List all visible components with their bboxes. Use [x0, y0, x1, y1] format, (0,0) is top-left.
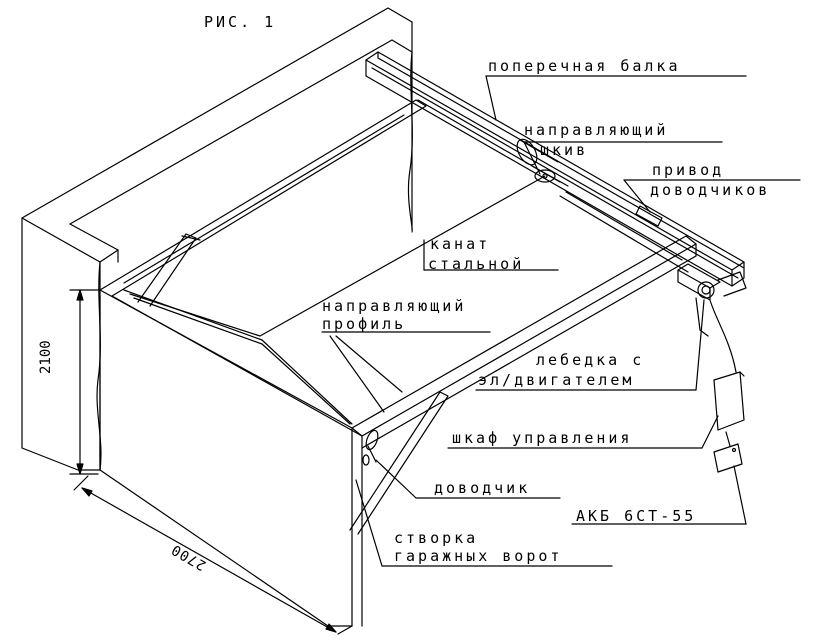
wall-frame: [22, 8, 412, 470]
label-cross-beam: поперечная балка: [488, 57, 681, 75]
cross-beam: [366, 52, 744, 286]
closer-drive: [636, 206, 662, 226]
winch: [678, 264, 746, 336]
label-winch-line1: лебедка с: [536, 351, 645, 369]
label-cable-line1: канат: [430, 235, 491, 253]
label-guide-profile-line2: профиль: [322, 315, 407, 333]
left-closer: [138, 234, 200, 306]
figure-title: РИС. 1: [204, 13, 277, 31]
label-drive-line1: привод: [652, 161, 725, 179]
battery-box: [714, 432, 742, 472]
gate-leaf: [100, 290, 362, 626]
label-guide-pulley-line1: направляющий: [524, 121, 669, 139]
label-drive-line2: доводчиков: [650, 181, 771, 199]
width-dimension-lines: [74, 476, 352, 634]
right-closer: [350, 392, 448, 534]
control-cabinet: [710, 300, 744, 430]
label-leaf-line2: гаражных ворот: [394, 547, 563, 565]
dimension-height: 2100: [38, 340, 54, 374]
top-rails: [100, 100, 688, 296]
label-closer: доводчик: [434, 479, 531, 497]
label-leaf-line1: створка: [394, 529, 479, 547]
leader-lines: [322, 76, 800, 566]
label-guide-pulley-line2: шкив: [540, 141, 589, 159]
label-control-cabinet: шкаф управления: [452, 429, 633, 447]
label-guide-profile-line1: направляющий: [322, 297, 467, 315]
label-cable-line2: стальной: [428, 255, 525, 273]
steel-cable: [130, 176, 545, 424]
label-winch-line2: эл/двигателем: [478, 371, 635, 389]
height-dimension-lines: [70, 290, 98, 474]
label-battery: АКБ 6СТ-55: [576, 507, 697, 525]
